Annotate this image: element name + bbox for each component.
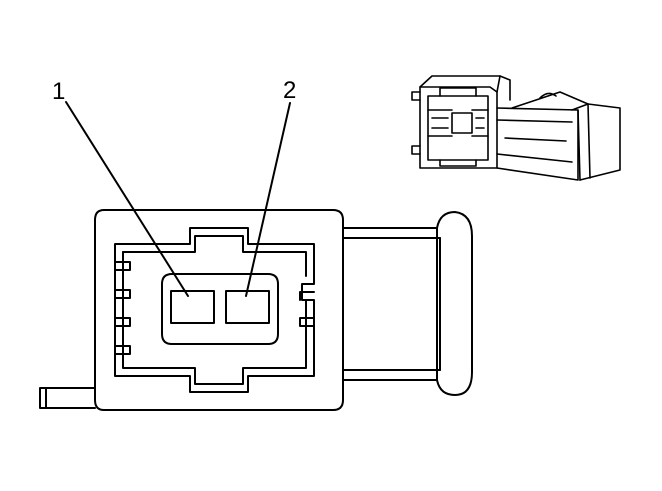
left-notches: [115, 262, 130, 354]
connector-front-view: [40, 210, 472, 410]
callout-label-1: 1: [52, 78, 66, 105]
leader-line-2: [246, 103, 290, 296]
connector-iso-view: [412, 76, 620, 180]
terminal-cavity-1: [171, 291, 214, 323]
locking-latch: [343, 212, 472, 395]
terminal-island: [162, 274, 278, 344]
terminal-cavity-2: [226, 291, 269, 323]
leader-line-1: [66, 102, 188, 296]
callout-label-2: 2: [283, 77, 297, 104]
housing-outline: [95, 210, 343, 410]
inner-cavity: [115, 228, 314, 392]
bottom-left-tab: [40, 388, 95, 408]
right-notches: [300, 292, 314, 326]
